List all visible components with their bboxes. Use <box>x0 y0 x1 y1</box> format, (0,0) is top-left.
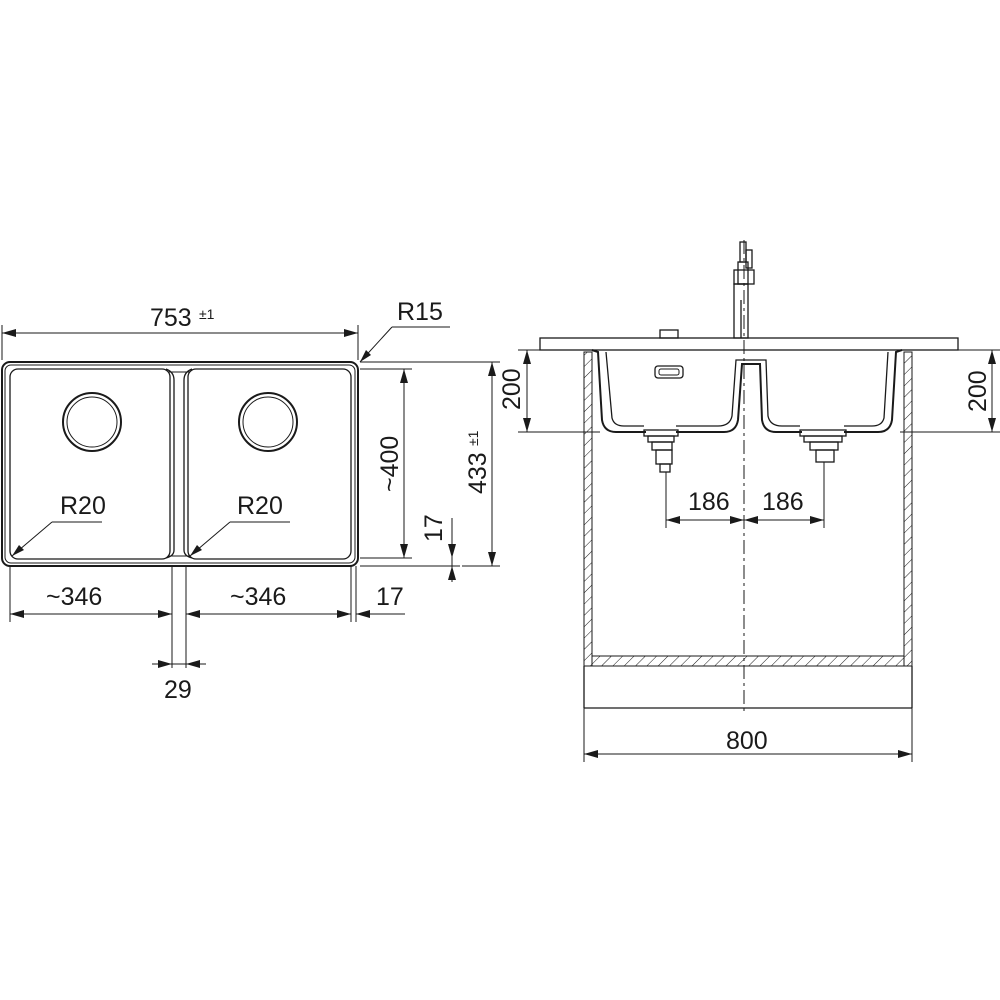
dim-overall-depth-value: 433 <box>464 452 492 494</box>
dim-bowl-widths: ~346 ~346 17 <box>9 566 405 668</box>
dim-bowl-height-left: 200 <box>498 349 600 433</box>
left-drain <box>62 392 122 452</box>
dim-bowl-width-left-value: ~346 <box>46 583 102 611</box>
soap-dispenser <box>659 329 679 339</box>
top-view: 753 ±1 R15 R20 R20 <box>1 298 500 704</box>
dim-overall-depth-tolerance: ±1 <box>465 430 481 446</box>
left-drain-assembly <box>643 429 679 528</box>
dim-cabinet-width-value: 800 <box>726 727 768 755</box>
dim-bowl-height-left-value: 200 <box>498 368 526 410</box>
cabinet <box>583 351 913 709</box>
dim-rim-bottom: 17 <box>360 514 460 582</box>
dim-r15: R15 <box>359 298 450 363</box>
right-drain-assembly <box>799 429 847 528</box>
bowl-divider <box>165 368 193 559</box>
right-drain-inner <box>242 396 294 448</box>
dim-bowl-height-right: 200 <box>900 349 1000 433</box>
dim-drain-offsets: 186 186 <box>666 488 824 524</box>
dim-divider-value: 29 <box>164 676 192 704</box>
left-drain-inner <box>66 396 118 448</box>
dim-overall-depth: 433 ±1 <box>360 361 500 567</box>
sink-outer-outline <box>1 361 359 567</box>
dim-bowl-height-right-value: 200 <box>964 370 992 412</box>
dim-overall-width-tolerance: ±1 <box>199 306 215 322</box>
dim-drain-offset-right-value: 186 <box>762 488 804 516</box>
dim-bowl-depth-value: ~400 <box>376 436 404 492</box>
dim-cabinet-width: 800 <box>583 708 913 762</box>
dim-overall-width: 753 ±1 <box>1 304 359 360</box>
dim-divider: 29 <box>152 660 206 704</box>
dim-r20-right: R20 <box>189 492 290 557</box>
dim-r15-value: R15 <box>397 298 443 326</box>
side-view: 200 200 186 186 800 <box>498 240 1000 762</box>
right-drain <box>238 392 298 452</box>
dim-bowl-depth: ~400 <box>360 368 412 559</box>
left-bowl <box>9 368 171 560</box>
sink-profile <box>591 349 903 433</box>
dim-r20-left: R20 <box>11 492 106 557</box>
dim-bowl-width-right-value: ~346 <box>230 583 286 611</box>
dim-overall-width-value: 753 <box>150 304 192 332</box>
dim-rim-right-value: 17 <box>376 583 404 611</box>
sink-outer-inner-line <box>4 364 356 564</box>
dim-rim-bottom-value: 17 <box>420 514 448 542</box>
dim-r20-right-value: R20 <box>237 492 283 520</box>
right-bowl <box>187 368 352 560</box>
countertop <box>539 337 959 351</box>
dim-r20-left-value: R20 <box>60 492 106 520</box>
dim-drain-offset-left-value: 186 <box>688 488 730 516</box>
